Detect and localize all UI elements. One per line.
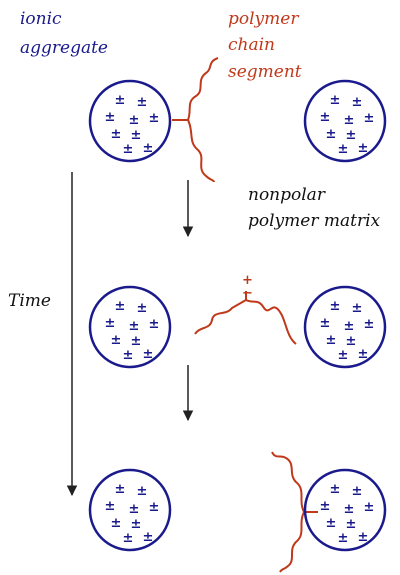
polymer-chain-left-arm-2 — [194, 299, 247, 335]
ion-pair-symbol: ± — [111, 127, 122, 142]
ion-pair-symbol: ± — [111, 333, 122, 348]
ion-pair-symbol: ± — [137, 301, 148, 316]
polymer-chain-right-arm-2 — [245, 299, 297, 345]
aggregate-row2-right: ±±±±±±±±± — [303, 285, 387, 369]
ion-pair-symbol: ± — [330, 482, 341, 497]
ion-pair-symbol: ± — [149, 111, 160, 126]
ion-pair-symbol: ± — [123, 531, 134, 546]
ion-pair-symbol: ± — [320, 499, 331, 514]
label-nonpolar: nonpolar — [248, 185, 326, 205]
ion-pair-symbol: ± — [131, 128, 142, 143]
ion-pair-symbol: ± — [364, 317, 375, 332]
ion-pair-symbol: ± — [105, 499, 116, 514]
ion-pair-symbol: ± — [320, 110, 331, 125]
ion-pair-symbol: ± — [338, 142, 349, 157]
ion-pair-symbol: ± — [129, 319, 140, 334]
label-time: Time — [8, 291, 51, 311]
ion-pair-symbol: ± — [115, 93, 126, 108]
aggregate-row1-right: ±±±±±±±±± — [303, 79, 387, 163]
ion-pair-symbol: ± — [111, 516, 122, 531]
label-segment: segment — [228, 62, 302, 82]
ion-pair-symbol: ± — [344, 319, 355, 334]
ion-pair-symbol: ± — [338, 348, 349, 363]
label-chain: chain — [228, 35, 275, 55]
ion-pair-symbol: ± — [364, 111, 375, 126]
polymer-chain-upper-arm-3 — [271, 451, 318, 513]
ion-pair-symbol: ± — [346, 128, 357, 143]
ion-pair-symbol: ± — [129, 502, 140, 517]
ion-pair-symbol: ± — [105, 110, 116, 125]
ion-pair-symbol: ± — [330, 299, 341, 314]
ion-pair-symbol: ± — [131, 334, 142, 349]
ion-pair-symbol: ± — [326, 333, 337, 348]
chain-ion-plus: + — [242, 273, 253, 288]
label-ionic: ionic — [20, 9, 62, 29]
label-polymer: polymer — [228, 9, 299, 29]
ion-pair-symbol: ± — [143, 141, 154, 156]
ionic-aggregate-circle — [303, 79, 387, 163]
ion-pair-symbol: ± — [149, 500, 160, 515]
ion-pair-symbol: ± — [105, 316, 116, 331]
ion-pair-symbol: ± — [364, 500, 375, 515]
polymer-chain-lower-arm-1 — [187, 119, 215, 183]
aggregate-row3-left: ±±±±±±±±± — [88, 468, 172, 552]
ion-pair-symbol: ± — [326, 516, 337, 531]
ion-pair-symbol: ± — [352, 301, 363, 316]
ion-pair-symbol: ± — [129, 113, 140, 128]
chain-ion-minus: − — [242, 286, 253, 301]
aggregate-row2-left: ±±±±±±±±± — [88, 285, 172, 369]
ionic-aggregate-circle — [88, 79, 172, 163]
aggregate-row3-right: ±±±±±±±±± — [303, 468, 387, 552]
ion-pair-symbol: ± — [338, 531, 349, 546]
ion-pair-symbol: ± — [137, 484, 148, 499]
label-polymer-matrix: polymer matrix — [248, 211, 381, 231]
ion-pair-symbol: ± — [123, 142, 134, 157]
ionic-aggregate-circle — [88, 468, 172, 552]
ion-pair-symbol: ± — [143, 347, 154, 362]
ion-pair-symbol: ± — [344, 113, 355, 128]
ion-pair-symbol: ± — [320, 316, 331, 331]
aggregate-layer: ±±±±±±±±±±±±±±±±±±±±±±±±±±±±±±±±±±±±±±±±… — [88, 79, 387, 552]
ion-pair-symbol: ± — [358, 347, 369, 362]
ion-pair-symbol: ± — [149, 317, 160, 332]
ion-pair-symbol: ± — [358, 141, 369, 156]
polymer-chain-lower-arm-3 — [279, 511, 305, 573]
ion-pair-symbol: ± — [326, 127, 337, 142]
ion-pair-symbol: ± — [346, 334, 357, 349]
ion-pair-symbol: ± — [137, 95, 148, 110]
ion-pair-symbol: ± — [115, 482, 126, 497]
polymer-chain-upper-arm-1 — [172, 57, 219, 121]
ion-pair-symbol: ± — [344, 502, 355, 517]
ionic-aggregate-circle — [303, 285, 387, 369]
ion-pair-symbol: ± — [358, 530, 369, 545]
ion-pair-symbol: ± — [123, 348, 134, 363]
ion-pair-symbol: ± — [352, 95, 363, 110]
ion-pair-symbol: ± — [330, 93, 341, 108]
ionic-aggregate-circle — [303, 468, 387, 552]
ionic-aggregate-circle — [88, 285, 172, 369]
ion-pair-symbol: ± — [131, 517, 142, 532]
label-aggregate: aggregate — [20, 38, 108, 58]
ion-pair-symbol: ± — [352, 484, 363, 499]
aggregate-row1-left: ±±±±±±±±± — [88, 79, 172, 163]
ion-pair-symbol: ± — [115, 299, 126, 314]
ion-pair-symbol: ± — [143, 530, 154, 545]
ion-pair-symbol: ± — [346, 517, 357, 532]
